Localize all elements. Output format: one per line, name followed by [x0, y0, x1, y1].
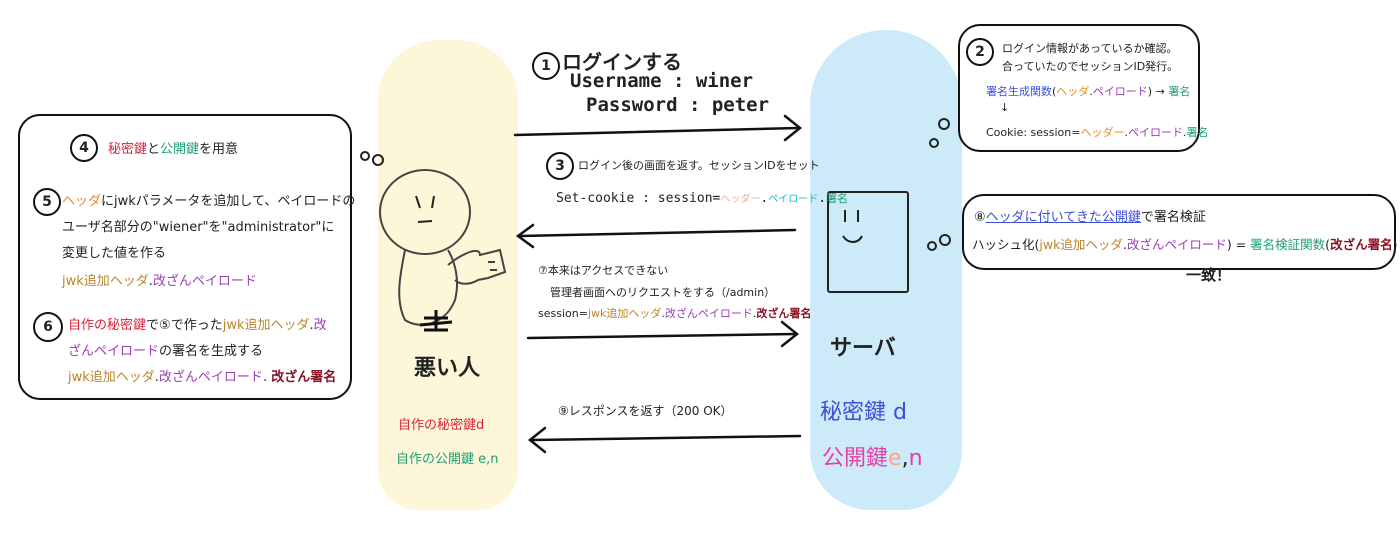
step6-number: 6	[33, 312, 63, 342]
step6-line2: ざんペイロードの署名を生成する	[68, 344, 264, 359]
step8-match: 一致！	[1186, 266, 1232, 284]
server-secret: 秘密鍵 d	[820, 400, 907, 425]
step6-line1: 自作の秘密鍵で⑤で作ったjwk追加ヘッダ.改	[68, 318, 327, 333]
step3-cookie: Set-cookie : session=ヘッダー.ペイロード.署名	[556, 191, 849, 206]
step1-password: Password : peter	[586, 94, 770, 116]
step2-cookie: Cookie: session=ヘッダー.ペイロード.署名	[986, 126, 1209, 139]
attacker-figure	[379, 169, 507, 326]
thought-bubbles	[360, 118, 951, 251]
step8-box	[962, 194, 1396, 270]
step5-line3: 変更した値を作る	[62, 246, 167, 261]
step7-session: session=jwk追加ヘッダ.改ざんペイロード.改ざん署名	[538, 307, 812, 320]
attacker-scribble	[419, 310, 453, 332]
attacker-own-public: 自作の公開鍵 e,n	[396, 452, 499, 467]
server-label: サーバ	[830, 336, 896, 361]
attacker-own-secret: 自作の秘密鍵d	[398, 418, 485, 433]
step2-line2: 合っていたのでセッションID発行。	[1002, 60, 1179, 73]
down-arrow-icon: ↓	[1000, 101, 1010, 114]
step3-number: 3	[546, 152, 574, 180]
step5-number: 5	[33, 188, 61, 216]
step7-line2: 管理者画面へのリクエストをする（/admin）	[550, 286, 776, 299]
arrow-step1-head	[783, 114, 803, 142]
step5-line1: ヘッダにjwkパラメータを追加して、ペイロードの	[62, 194, 356, 209]
attacker-label: 悪い人	[414, 356, 481, 381]
arrow-step3	[518, 228, 797, 238]
attacker-steps-box	[18, 114, 352, 400]
step5-result: jwk追加ヘッダ.改ざんペイロード	[62, 274, 257, 289]
step9-text: ⑨レスポンスを返す（200 OK）	[558, 404, 733, 418]
step1-number: 1	[532, 52, 560, 80]
arrow-step7-head	[780, 320, 800, 348]
arrow-step9-head	[527, 426, 547, 454]
step2-number: 2	[966, 38, 994, 66]
server-figure	[827, 191, 909, 293]
step8-line2: ハッシュ化(jwk追加ヘッダ.改ざんペイロード) = 署名検証関数(改ざん署名)	[972, 237, 1398, 252]
step4-number: 4	[70, 134, 98, 162]
arrow-step1	[513, 126, 800, 137]
step2-sig-line: 署名生成関数(ヘッダ.ペイロード) → 署名	[986, 85, 1191, 98]
step4-text: 秘密鍵と公開鍵を用意	[108, 142, 239, 157]
step6-result: jwk追加ヘッダ.改ざんペイロード. 改ざん署名	[68, 370, 337, 385]
sig-func-label: 署名生成関数	[986, 85, 1052, 98]
arrow-step7	[526, 332, 797, 340]
step8-line1: ⑧ヘッダに付いてきた公開鍵で署名検証	[974, 210, 1206, 225]
server-public: 公開鍵e,n	[822, 446, 923, 471]
arrow-step3-head	[515, 223, 535, 249]
step2-box	[958, 24, 1200, 152]
step2-line1: ログイン情報があっているか確認。	[1002, 42, 1178, 55]
step5-line2: ユーザ名部分の"wiener"を"administrator"に	[62, 220, 335, 235]
step1-username: Username : winer	[570, 70, 754, 92]
arrow-step9	[530, 434, 802, 442]
right-arrow-icon: →	[1155, 85, 1165, 98]
step7-line1: ⑦本来はアクセスできない	[538, 264, 669, 277]
server-area	[810, 30, 962, 510]
step1-title: ログインする	[562, 50, 682, 74]
step3-text: ログイン後の画面を返す。セッションIDをセット	[578, 159, 820, 172]
